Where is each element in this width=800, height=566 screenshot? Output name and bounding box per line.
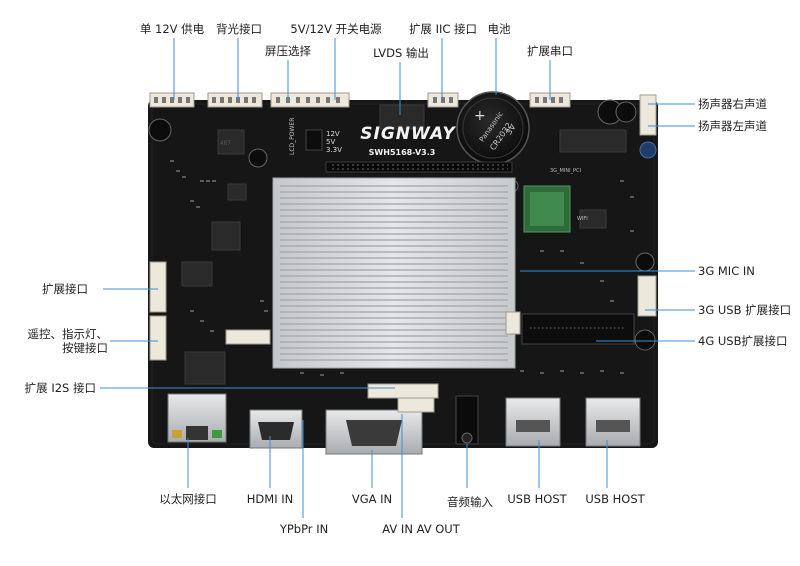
label-i2s-port: 扩展 I2S 接口 (24, 381, 96, 395)
smd-part (630, 196, 634, 198)
label-speaker-left: 扬声器左声道 (698, 119, 767, 133)
smd-part (206, 180, 210, 182)
voltage-12v: 12V (326, 130, 340, 138)
smd-part (200, 180, 204, 182)
label-iic-port: 扩展 IIC 接口 (408, 22, 478, 36)
silk-lcd-power: LCD_POWER (289, 118, 296, 155)
smd-part (580, 262, 584, 264)
smd-part (260, 300, 264, 302)
voltage-jumper: 12V 5V 3.3V LCD_POWER (289, 118, 342, 155)
label-remote: 遥控、指示灯、 按键接口 (0, 327, 109, 355)
smd-part (540, 250, 544, 252)
smd-part (196, 206, 200, 208)
label-lvds-out: LVDS 输出 (373, 46, 429, 60)
svg-text:+: + (474, 108, 486, 124)
connector-backlight (207, 92, 263, 108)
connector-expansion (149, 261, 167, 313)
smd-part (190, 310, 194, 312)
label-remote-line2: 按键接口 (62, 341, 108, 355)
leader-lines (100, 38, 695, 518)
label-vga-in: VGA IN (351, 492, 393, 506)
ethernet-port (167, 393, 227, 443)
connector-remote (149, 315, 167, 361)
smd-part (176, 170, 180, 172)
voltage-5v: 5V (326, 138, 335, 146)
smd-part (620, 372, 624, 374)
top-connectors (149, 92, 571, 108)
label-av-in-out: AV IN AV OUT (382, 522, 460, 536)
hdmi-port (249, 409, 303, 449)
smd-part (190, 200, 194, 202)
voltage-3v3: 3.3V (326, 146, 342, 154)
label-3g-usb: 3G USB 扩展接口 (698, 303, 792, 317)
smd-part (610, 300, 614, 302)
label-ethernet: 以太网接口 (159, 492, 217, 506)
smd-part (212, 180, 216, 182)
wifi-module: WIFI (523, 185, 588, 233)
mini-pcie-slot (521, 313, 635, 345)
connector-mid (225, 329, 271, 345)
label-4g-usb: 4G USB扩展接口 (698, 334, 788, 348)
label-battery: 电池 (487, 22, 511, 36)
label-backlight: 背光接口 (216, 22, 262, 36)
audio-jack (455, 395, 479, 445)
smd-part (600, 370, 604, 372)
smd-part (560, 250, 564, 252)
label-usb-host-2: USB HOST (585, 492, 645, 506)
brand-logo: SIGNWAY (360, 124, 456, 144)
heatsink (272, 177, 516, 369)
label-12v-power: 单 12V 供电 (139, 22, 205, 36)
label-speaker-right: 扬声器右声道 (698, 97, 767, 111)
components (181, 104, 627, 385)
label-ypbpr-in: YPbPr IN (279, 522, 329, 536)
connector-3g-usb (637, 275, 657, 317)
label-power-switch: 5V/12V 开关电源 (290, 22, 382, 36)
smd-part (520, 370, 524, 372)
smd-part (210, 330, 214, 332)
label-screen-voltage: 屏压选择 (265, 44, 311, 58)
silk-wifi: WIFI (577, 216, 588, 222)
coin-battery: + Panasonic CR2032 3V (456, 91, 530, 165)
smd-part (320, 374, 324, 376)
smd-part (600, 280, 604, 282)
board-model: SWH5168-V3.3 (369, 148, 436, 157)
smd-part (580, 372, 584, 374)
smd-part (170, 160, 174, 162)
smd-part (264, 310, 268, 312)
label-expansion-port: 扩展接口 (42, 282, 88, 296)
label-usb-host-1: USB HOST (507, 492, 567, 506)
smd-part (182, 176, 186, 178)
label-hdmi-in: HDMI IN (246, 492, 294, 506)
smd-part (630, 230, 634, 232)
capacitors (148, 99, 657, 351)
vga-port (325, 409, 423, 455)
connector-speaker (639, 94, 657, 136)
smd-part (560, 370, 564, 372)
connector-av (367, 383, 439, 399)
smd-part (340, 372, 344, 374)
usb-host-ports (505, 397, 641, 447)
label-serial-port: 扩展串口 (527, 44, 573, 58)
svg-text:4R7: 4R7 (220, 140, 231, 147)
lvds-header (325, 161, 513, 173)
smd-part (620, 180, 624, 182)
smd-part (540, 372, 544, 374)
label-audio-in: 音频输入 (447, 495, 493, 509)
label-remote-line1: 遥控、指示灯、 (27, 327, 109, 341)
smd-part (300, 372, 304, 374)
smd-part (200, 320, 204, 322)
label-3g-mic: 3G MIC IN (698, 264, 755, 278)
silk-mini-pci: 3G_MINI_PCI (550, 168, 581, 174)
